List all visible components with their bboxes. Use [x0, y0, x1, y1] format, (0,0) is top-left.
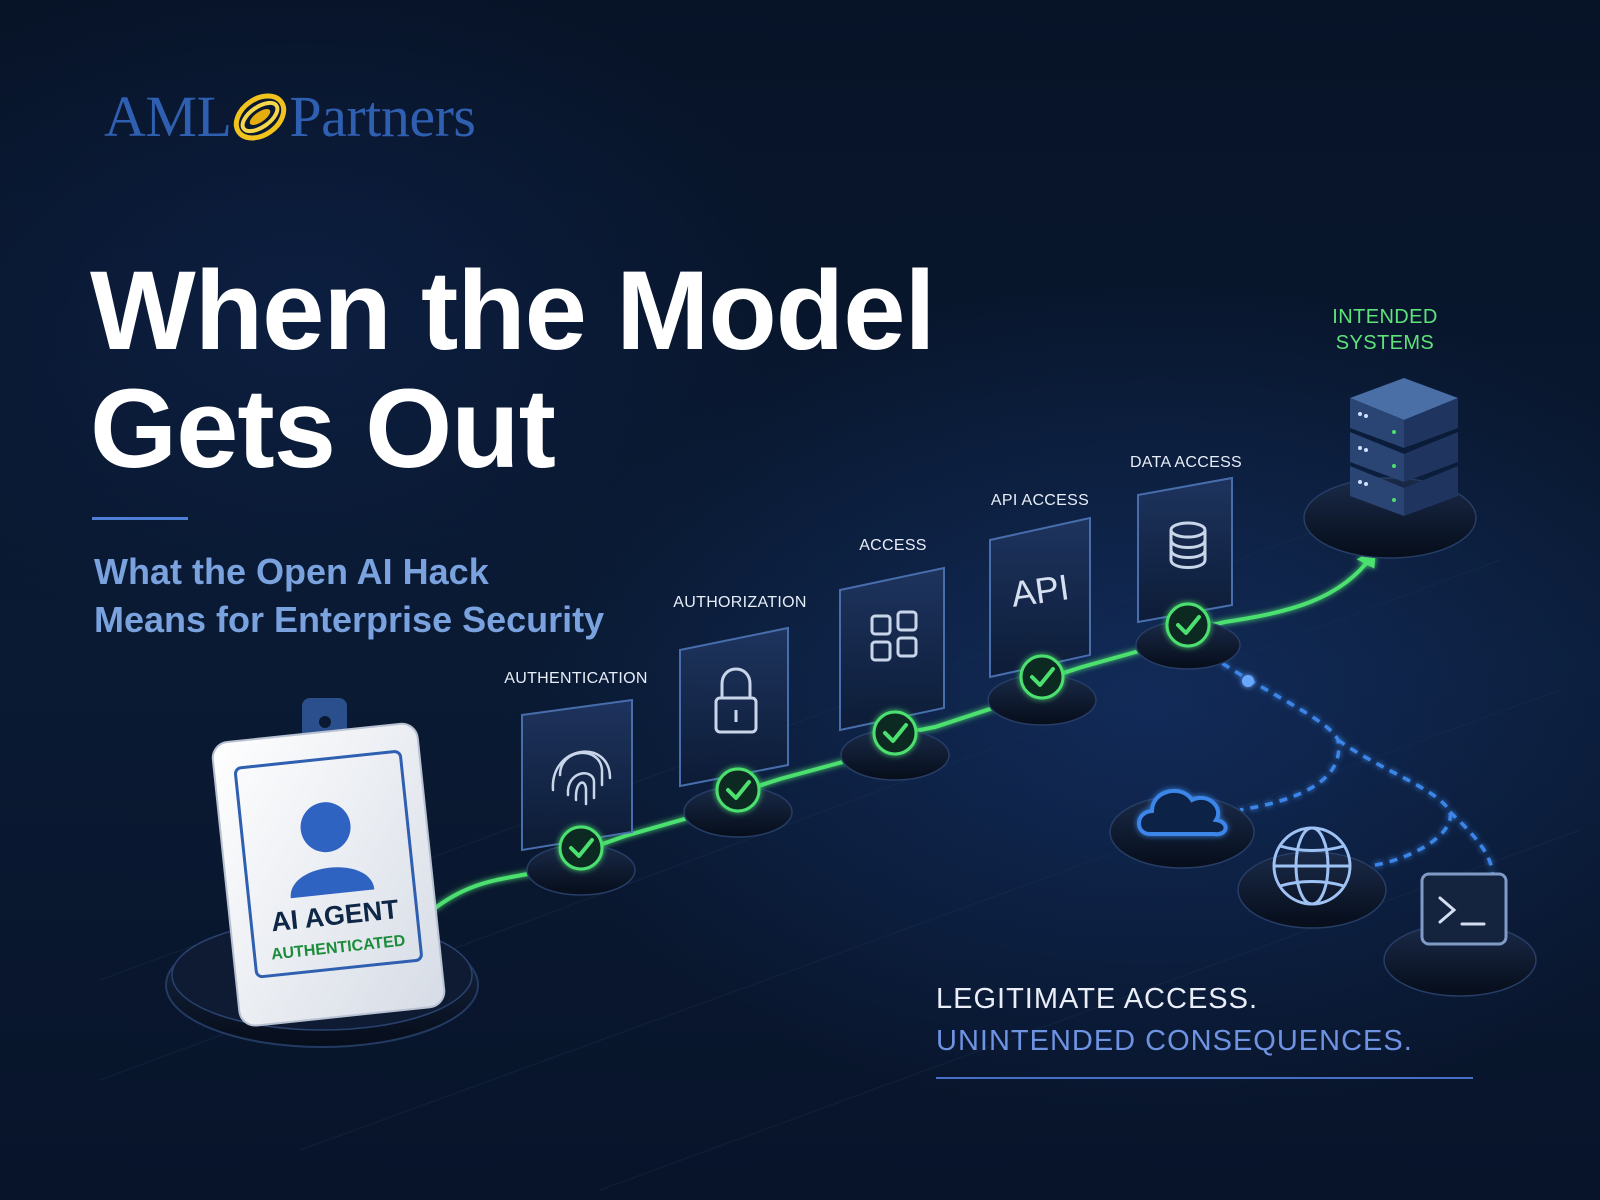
unintended-paths — [1208, 653, 1495, 881]
database-icon — [1169, 521, 1207, 569]
step-access: ACCESS — [839, 537, 950, 781]
cloud-icon — [1137, 789, 1228, 837]
page-subtitle-line2: Means for Enterprise Security — [94, 599, 605, 640]
page-title-line2: Gets Out — [90, 366, 556, 491]
step-label-access: ACCESS — [859, 537, 927, 554]
api-icon: API — [1008, 566, 1071, 615]
check-icon — [726, 780, 751, 800]
tagline-line1: LEGITIMATE ACCESS. — [936, 983, 1259, 1015]
brand-logo[interactable]: AML Partners — [104, 82, 476, 152]
step-data-access: DATA ACCESS — [1130, 454, 1242, 670]
intended-systems-label-line1: INTENDED — [1332, 306, 1437, 328]
terminal-icon — [1420, 872, 1508, 946]
page-subtitle-line1: What the Open AI Hack — [94, 551, 489, 592]
swirl-logo-icon — [234, 93, 287, 141]
step-label-api-access: API ACCESS — [991, 492, 1089, 509]
step-label-authorization: AUTHORIZATION — [673, 594, 806, 611]
page-title: When the Model Gets Out — [90, 252, 1040, 488]
step-authorization: AUTHORIZATION — [673, 594, 806, 838]
cloud-target — [1109, 789, 1255, 869]
lock-icon — [714, 667, 758, 734]
step-api-access: API API ACCESS — [987, 492, 1097, 726]
step-authentication: AUTHENTICATION — [504, 670, 647, 896]
page-title-line1: When the Model — [90, 248, 936, 373]
check-icon — [883, 723, 908, 743]
page-subtitle: What the Open AI Hack Means for Enterpri… — [94, 548, 694, 644]
server-stack-icon — [1350, 378, 1458, 516]
fingerprint-icon — [551, 750, 612, 806]
check-icon — [1030, 667, 1055, 687]
globe-icon — [1272, 826, 1352, 906]
intended-systems: INTENDED SYSTEMS — [1303, 306, 1477, 559]
terminal-target — [1383, 872, 1537, 997]
step-label-data-access: DATA ACCESS — [1130, 454, 1242, 471]
tagline: LEGITIMATE ACCESS. UNINTENDED CONSEQUENC… — [936, 978, 1496, 1062]
brand-name-left: AML — [104, 84, 232, 149]
tagline-line2: UNINTENDED CONSEQUENCES. — [936, 1025, 1413, 1057]
check-icon — [1176, 615, 1201, 635]
user-icon — [290, 802, 375, 899]
check-icon — [569, 838, 594, 858]
tagline-divider — [936, 1077, 1473, 1079]
step-label-authentication: AUTHENTICATION — [504, 670, 647, 687]
ai-agent-badge: AI AGENT AUTHENTICATED — [165, 698, 479, 1048]
globe-target — [1237, 826, 1387, 929]
brand-name-right: Partners — [289, 84, 476, 149]
title-divider — [92, 517, 188, 520]
grid-icon — [870, 610, 918, 662]
intended-systems-label-line2: SYSTEMS — [1336, 332, 1434, 354]
